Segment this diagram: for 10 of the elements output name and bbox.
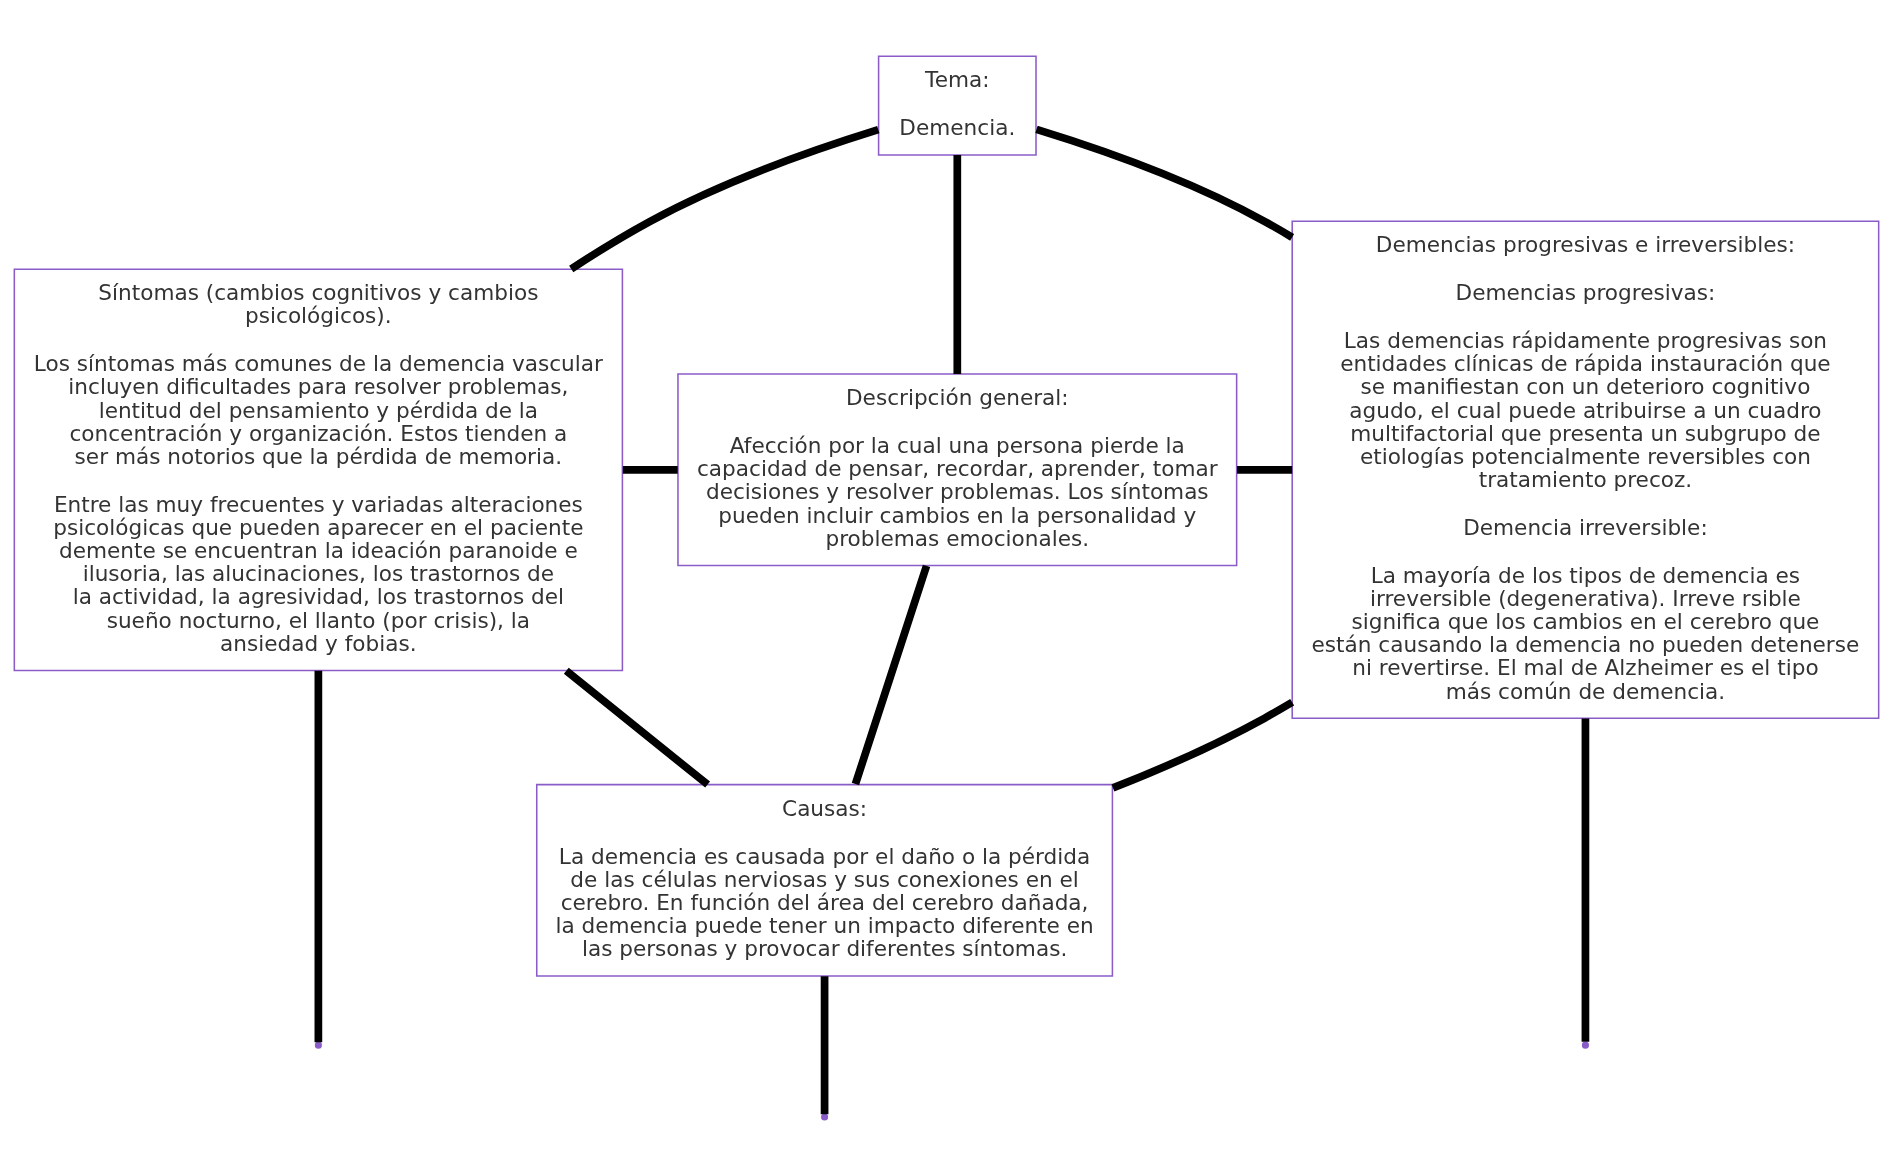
- node-box: Descripción general: Afección por la cual una persona pierde la capacidad de pensar, recordar, aprender, tomar decisiones y resolver problemas. Los síntomas pueden incluir cambios en la personalidad y problemas emocionales.: [677, 373, 1238, 567]
- connector: [1035, 125, 1295, 241]
- node-box: Tema: Demencia.: [877, 55, 1037, 156]
- connector: [1111, 699, 1295, 792]
- node-box: Demencias progresivas e irreversibles: Demencias progresivas: Las demencias rápidamente progresivas son entidades clínicas de rápida instauración que se manifiestan con un deterioro cognitivo agudo, el cual puede atribuirse a un cuadro multifactorial que presenta un subgrupo de etiologías potencialmente reversibles con tratamiento precoz. Demencia irreversible: La mayoría de los tipos de demencia es irreversible (degenerativa). Irreve rsible significa que los cambios en el cerebro que están causando la demencia no pueden detenerse ni revertirse. El mal de Alzheimer es el tipo más común de demencia.: [1291, 220, 1880, 720]
- connector: [851, 564, 931, 786]
- connector: [569, 126, 880, 273]
- connector: [563, 667, 711, 788]
- node-box: Causas: La demencia es causada por el daño o la pérdida de las células nerviosas y sus conexiones en el cerebro. En función del área del cerebro dañada, la demencia puede tener un impacto diferente en las personas y provocar diferentes síntomas.: [536, 783, 1114, 977]
- node-box: Síntomas (cambios cognitivos y cambios psicológicos). Los síntomas más comunes de la demencia vascular incluyen dificultades para resolver problemas, lentitud del pensamiento y pérdida de la concentración y organización. Estos tienden a ser más notorios que la pérdida de memoria. Entre las muy frecuentes y variadas alteraciones psicológicas que pueden aparecer en el paciente demente se encuentran la ideación paranoide e ilusoria, las alucinaciones, los trastornos de la actividad, la agresividad, los trastornos del sueño nocturno, el llanto (por crisis), la ansiedad y fobias.: [13, 268, 624, 672]
